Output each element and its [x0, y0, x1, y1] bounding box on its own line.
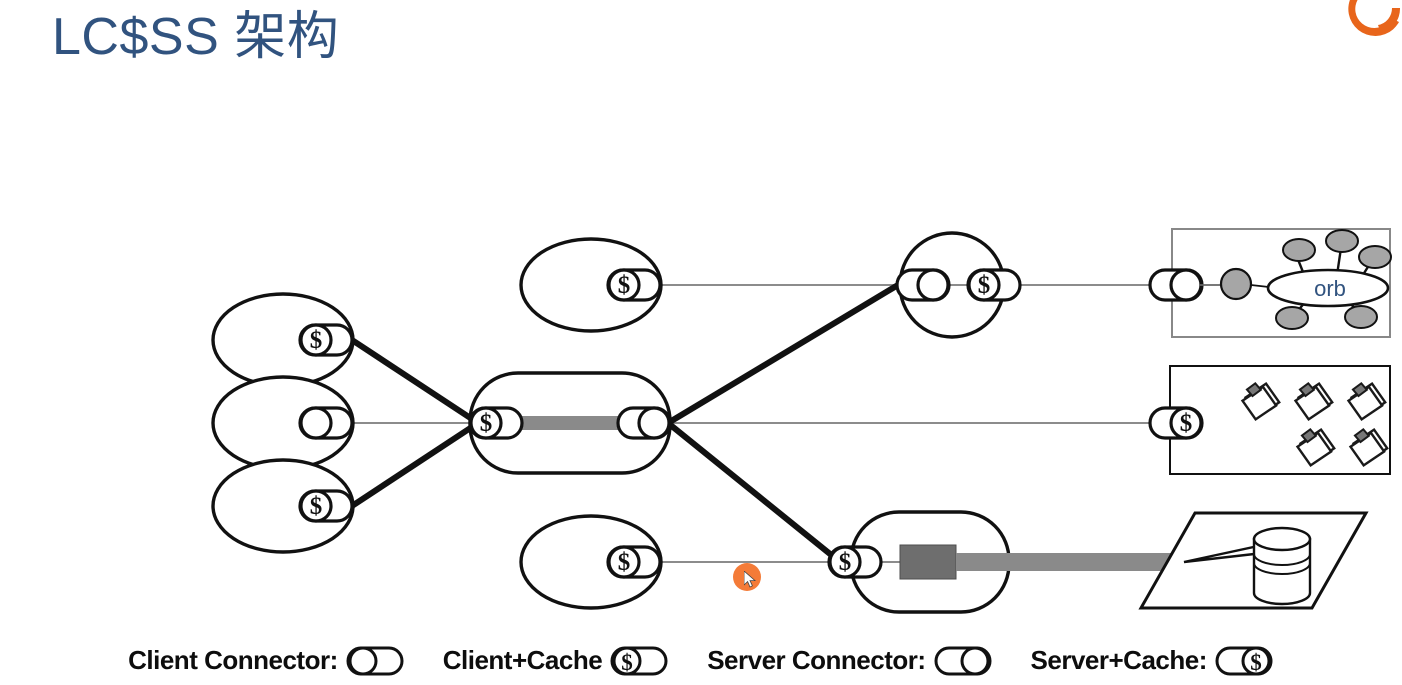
client-node-2[interactable]	[211, 375, 355, 471]
orange-circle-logo	[1344, 0, 1402, 40]
client-cache-connector-icon	[606, 268, 662, 302]
orb-satellite	[1282, 238, 1316, 262]
legend-label: Client Connector:	[128, 644, 338, 675]
client-cache-connector-icon	[827, 545, 883, 579]
client-cache-connector-icon	[966, 268, 1022, 302]
edge-client3-to-middle-tier	[350, 420, 480, 509]
server-cache-connector-icon	[1148, 406, 1204, 440]
edge-middle-tier-to-lower-tier	[666, 420, 842, 565]
client-cache-connector-icon	[468, 406, 524, 440]
client-cache-connector-icon	[298, 489, 354, 523]
db-connection-bar	[956, 553, 1184, 571]
lower-tier-server[interactable]	[827, 510, 1184, 614]
client-cache-connector-icon	[606, 545, 662, 579]
edge-middle-tier-to-upper-tier	[666, 282, 900, 426]
diagram-edges	[350, 282, 1175, 565]
orb-label: orb	[1314, 276, 1346, 301]
server-cache-glyph-icon: $	[1215, 646, 1273, 676]
orb-satellite	[1325, 229, 1359, 253]
server-connector-icon	[895, 268, 951, 302]
legend-item-client-connector: Client Connector:	[128, 642, 405, 678]
orb-satellite	[1275, 306, 1309, 330]
legend-label: Client+Cache	[442, 644, 603, 675]
client-cache-connector-icon	[298, 323, 354, 357]
edge-client1-to-middle-tier	[350, 337, 480, 426]
orb-gateway-node	[1219, 267, 1253, 301]
server-connector-icon	[616, 406, 672, 440]
bottom-client-node[interactable]	[519, 514, 663, 610]
documents-resource-box[interactable]	[1148, 365, 1392, 475]
page-title: LC$SS 架构	[52, 8, 340, 66]
client-node-1[interactable]	[211, 292, 355, 388]
upper-tier-server[interactable]	[895, 231, 1022, 339]
legend: Client Connector: Client+Cache $ Server …	[0, 636, 1402, 684]
server-connector-glyph-icon	[934, 646, 992, 676]
legend-label: Server+Cache:	[1030, 644, 1208, 675]
database-cylinder	[1252, 526, 1312, 606]
orb-resource-box[interactable]: orb	[1148, 228, 1392, 338]
top-client-node[interactable]	[519, 237, 663, 333]
legend-item-client-cache: Client+Cache $	[443, 642, 669, 678]
client-cache-glyph-icon: $	[610, 646, 668, 676]
orb-satellite	[1344, 305, 1378, 329]
svg-text:$: $	[621, 650, 633, 675]
driver-box	[899, 544, 957, 580]
middle-tier-server[interactable]	[468, 371, 672, 475]
client-connector-icon	[298, 406, 354, 440]
orb-bus	[1266, 268, 1390, 308]
legend-item-server-cache: Server+Cache: $	[1031, 642, 1274, 678]
server-connector-icon	[1148, 268, 1204, 302]
client-node-3[interactable]	[211, 458, 355, 554]
legend-item-server-connector: Server Connector:	[707, 642, 992, 678]
middle-tier-internal-bar	[500, 416, 640, 430]
client-connector-glyph-icon	[346, 646, 404, 676]
mouse-click-indicator	[733, 563, 761, 591]
database-resource[interactable]	[1138, 511, 1369, 610]
svg-text:$: $	[1250, 650, 1262, 675]
legend-label: Server Connector:	[707, 644, 926, 675]
orb-satellite	[1358, 245, 1392, 269]
